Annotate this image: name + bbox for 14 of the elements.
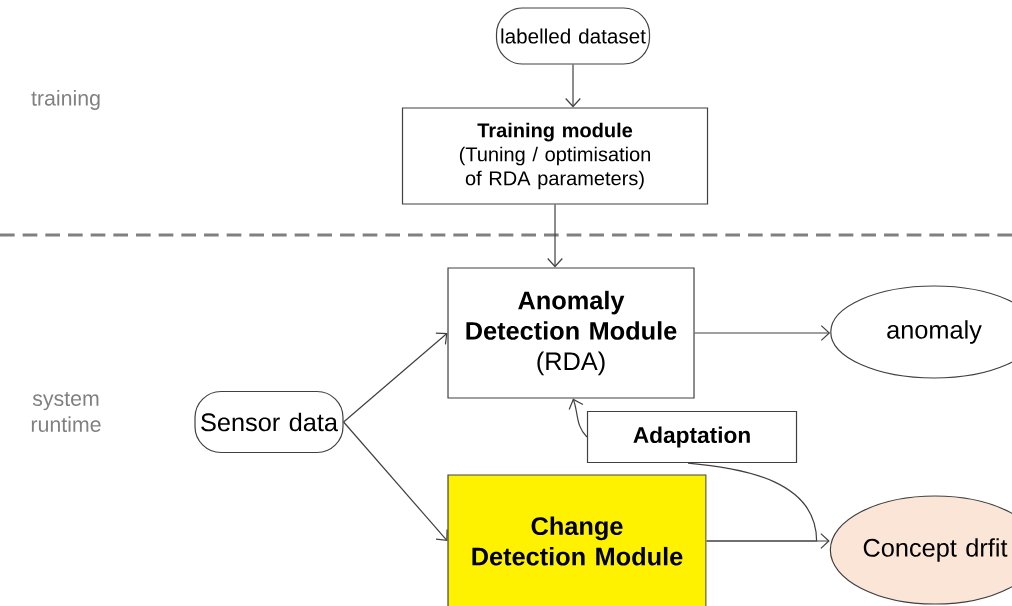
section-label: training (31, 90, 100, 110)
process-box: Anomaly Detection Module (RDA) (447, 267, 695, 399)
process-box: Change Detection Module (447, 474, 707, 606)
section-label: system runtime (31, 392, 101, 432)
arrow (694, 325, 831, 341)
arrow (565, 64, 581, 108)
arrow (547, 204, 563, 268)
arrow (343, 332, 448, 423)
process-box: Training module (Tuning / optimisation of RDA parameters) (401, 107, 709, 205)
arrow (568, 398, 588, 438)
terminal-box: Sensor data (194, 390, 344, 454)
process-box: Adaptation (586, 410, 798, 464)
terminal-box: labelled dataset (495, 7, 651, 65)
arrow (343, 421, 448, 541)
